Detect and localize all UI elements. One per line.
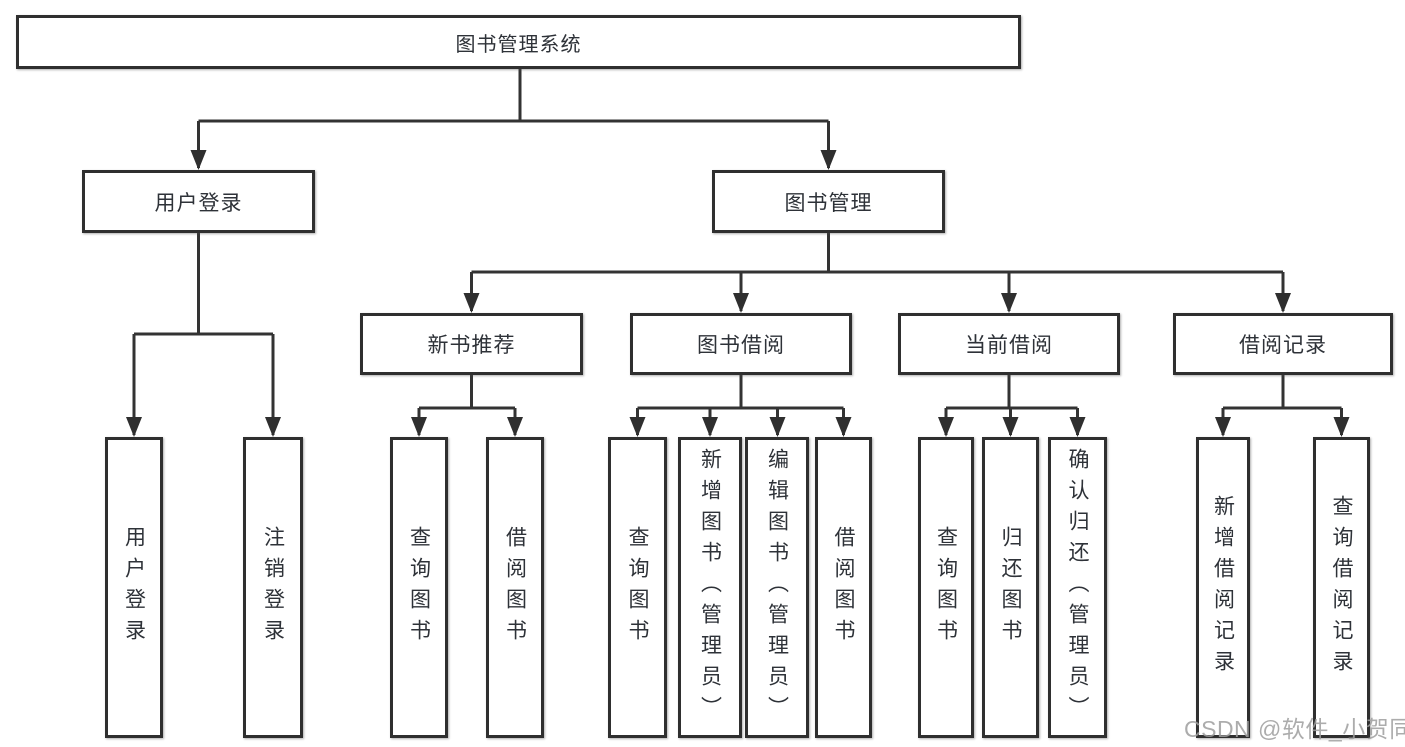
node-book-borrow: 图书借阅 bbox=[630, 313, 852, 375]
leaf-borrow-book: 借阅图书 bbox=[815, 437, 872, 738]
node-label: 新书推荐 bbox=[427, 334, 516, 357]
node-label: 注销登录 bbox=[261, 525, 285, 650]
node-user-login: 用户登录 bbox=[82, 170, 315, 233]
node-book-management: 图书管理 bbox=[712, 170, 945, 233]
node-label: 确认归还（管理员） bbox=[1066, 448, 1089, 727]
leaf-add-book-admin: 新增图书（管理员） bbox=[678, 437, 742, 738]
leaf-user-login: 用户登录 bbox=[105, 437, 163, 738]
leaf-edit-book-admin: 编辑图书（管理员） bbox=[745, 437, 809, 738]
leaf-query-book-borrow: 查询图书 bbox=[608, 437, 667, 738]
node-label: 编辑图书（管理员） bbox=[765, 448, 789, 727]
node-label: 当前借阅 bbox=[965, 334, 1053, 357]
node-label: 借阅图书 bbox=[503, 525, 527, 650]
leaf-query-book-current: 查询图书 bbox=[918, 437, 974, 738]
node-borrow-records: 借阅记录 bbox=[1173, 313, 1393, 375]
leaf-add-borrow-record: 新增借阅记录 bbox=[1196, 437, 1250, 738]
node-label: 查询图书 bbox=[934, 525, 958, 650]
node-label: 查询借阅记录 bbox=[1330, 494, 1353, 681]
node-label: 借阅图书 bbox=[832, 525, 855, 650]
node-label: 新增图书（管理员） bbox=[698, 448, 722, 727]
node-label: 用户登录 bbox=[122, 525, 146, 650]
leaf-return-book: 归还图书 bbox=[982, 437, 1039, 738]
node-new-book-recommend: 新书推荐 bbox=[360, 313, 583, 375]
node-current-borrow: 当前借阅 bbox=[898, 313, 1120, 375]
arrowhead-icons bbox=[126, 150, 1350, 437]
csdn-watermark: CSDN @软件_小贺同学 bbox=[1184, 716, 1405, 742]
leaf-confirm-return-admin: 确认归还（管理员） bbox=[1048, 437, 1107, 738]
leaf-query-book-recommend: 查询图书 bbox=[390, 437, 448, 738]
node-label: 查询图书 bbox=[626, 525, 649, 650]
leaf-query-borrow-record: 查询借阅记录 bbox=[1313, 437, 1370, 738]
node-label: 查询图书 bbox=[407, 525, 431, 650]
node-label: 新增借阅记录 bbox=[1211, 494, 1235, 681]
node-label: 归还图书 bbox=[999, 525, 1022, 650]
node-label: 图书借阅 bbox=[697, 334, 785, 357]
node-label: 借阅记录 bbox=[1239, 334, 1327, 357]
leaf-borrow-book-recommend: 借阅图书 bbox=[486, 437, 544, 738]
node-label: 图书管理系统 bbox=[455, 33, 582, 56]
node-library-management-system: 图书管理系统 bbox=[16, 15, 1021, 69]
node-label: 用户登录 bbox=[154, 191, 243, 215]
leaf-logout: 注销登录 bbox=[243, 437, 303, 738]
node-label: 图书管理 bbox=[784, 191, 873, 215]
